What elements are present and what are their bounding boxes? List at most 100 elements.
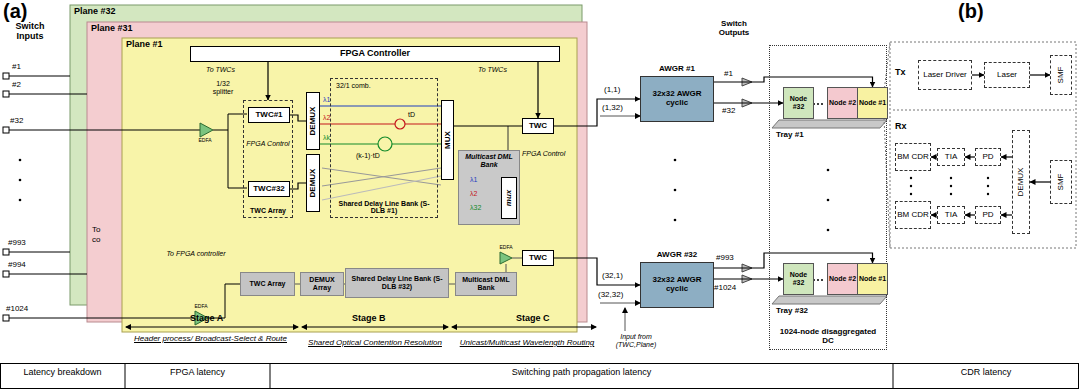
ellipsis-dot (19, 179, 22, 182)
wavelength-line (392, 143, 441, 144)
text-label: (1,32) (602, 104, 623, 113)
text-label: Unicast/Multicast Wavelength Routing (452, 339, 602, 348)
connector (554, 99, 640, 126)
text-label: (a) (3, 0, 27, 22)
text-label: #32 (10, 117, 23, 126)
component-box: AWGR #3232x32 AWGR cyclic (640, 262, 714, 308)
component-box: TWC (522, 250, 554, 266)
node-text: Plane #1 (126, 40, 163, 50)
text-label: #993 (8, 239, 26, 248)
ellipsis-dot (910, 177, 912, 179)
component-box: SMF (1050, 55, 1072, 95)
text-label: #993 (716, 254, 734, 263)
component-box: Laser Driver (918, 60, 972, 90)
input-wire (3, 73, 247, 321)
component-box: DEMUX (306, 92, 320, 150)
node-text: Plane #31 (91, 24, 133, 34)
text-label: FPGA latency (125, 368, 270, 378)
ellipsis-dot (821, 279, 823, 281)
input-wire (9, 274, 87, 275)
text-label: To FPGA controller (166, 250, 226, 258)
ellipsis-dot (987, 193, 989, 195)
ellipsis-dot (950, 193, 952, 195)
component-box: BM CDR (895, 143, 931, 171)
text-label: Input from (TWC,Plane) (603, 333, 669, 348)
wavelength-line (320, 143, 378, 144)
text-label: Switch Outputs (706, 20, 762, 38)
ellipsis-dot (674, 159, 677, 162)
node-text: Multicast DML Bank (456, 276, 516, 291)
input-wire (9, 76, 70, 77)
text-label: co (92, 236, 100, 245)
text-label: FPGA Control (245, 140, 291, 148)
component-box: Node #1 (857, 87, 888, 119)
ellipsis-dot (827, 169, 830, 172)
text-label: FPGA Control (522, 150, 565, 158)
node-text: DEMUX (1017, 168, 1026, 197)
component-box: Shared Delay Line Bank (S-DLB #1) (330, 78, 438, 218)
node-text: Laser (997, 71, 1017, 80)
text-label: #1 (724, 70, 733, 79)
text-label: (1,1) (604, 86, 620, 95)
ellipsis-dot (19, 199, 22, 202)
connector (1001, 214, 1012, 215)
node-text: PD (982, 153, 993, 162)
latency-table (1, 363, 1079, 389)
component-box: Node #1 (857, 263, 888, 295)
node-text: TWC (529, 122, 547, 131)
component-box: TWC#32 (248, 181, 290, 197)
node-text: Multicast DML Bank (459, 153, 519, 168)
ellipsis-dot (674, 189, 677, 192)
ellipsis-dot (674, 219, 677, 222)
node-text: Laser Driver (923, 71, 967, 80)
input-wire (9, 130, 200, 131)
connector (714, 278, 783, 279)
component-box: mux (501, 177, 517, 219)
text-label: tD (408, 111, 415, 119)
latency-table (270, 363, 271, 389)
stage-arrow (126, 327, 298, 328)
ellipsis-dot (817, 103, 819, 105)
node-text: SMF (1057, 174, 1066, 191)
component-box: DEMUX (1012, 130, 1030, 234)
ellipsis-dot (19, 103, 990, 281)
connector (1030, 181, 1050, 182)
zoom-leader (884, 42, 1076, 248)
text-label: #2 (12, 81, 21, 90)
component-box: 1024-node disaggregated DCNode #32Node #… (769, 45, 887, 350)
text-label: λ1 (470, 176, 477, 184)
input-wire (9, 318, 195, 319)
wavelength-line (320, 106, 441, 200)
node-text: TWC Array (250, 280, 286, 288)
input-wire (3, 73, 9, 79)
component-box: Node #32 (783, 87, 814, 119)
text-label: EDFA (196, 138, 214, 144)
wavelength-line (322, 176, 441, 200)
text-label: (b) (958, 0, 984, 22)
text-label: Stage A (190, 314, 223, 324)
node-text: Shared Delay Line Bank (S-DLB #1) (333, 200, 435, 215)
node-text: 32x32 AWGR cyclic (641, 276, 713, 294)
input-wire (3, 315, 9, 321)
component-box: Node #32 (783, 263, 814, 295)
ellipsis-dot (950, 177, 952, 179)
ellipsis-dot (827, 229, 830, 232)
node-text: Plane #32 (74, 7, 116, 17)
text-label: To (92, 226, 100, 235)
ellipsis-dot (987, 177, 989, 179)
text-label: EDFA (497, 245, 515, 251)
text-label: To TWCs (206, 66, 235, 74)
component-box: TWC (522, 118, 554, 134)
node-text: Shared Delay Line Bank (S-DLB #32) (346, 275, 448, 290)
ellipsis-dot (19, 159, 22, 162)
text-label: Switch Inputs (6, 22, 54, 42)
connector (714, 102, 783, 103)
component-box: FPGA Controller (190, 46, 560, 62)
component-box: PD (975, 148, 1001, 166)
component-box: MUX (441, 100, 454, 180)
component-box: PD (975, 206, 1001, 224)
node-text: Node #2 (829, 275, 856, 283)
wavelength-line (405, 123, 441, 124)
component-box: DEMUX Array (300, 272, 344, 296)
node-text: Node #32 (784, 271, 813, 286)
